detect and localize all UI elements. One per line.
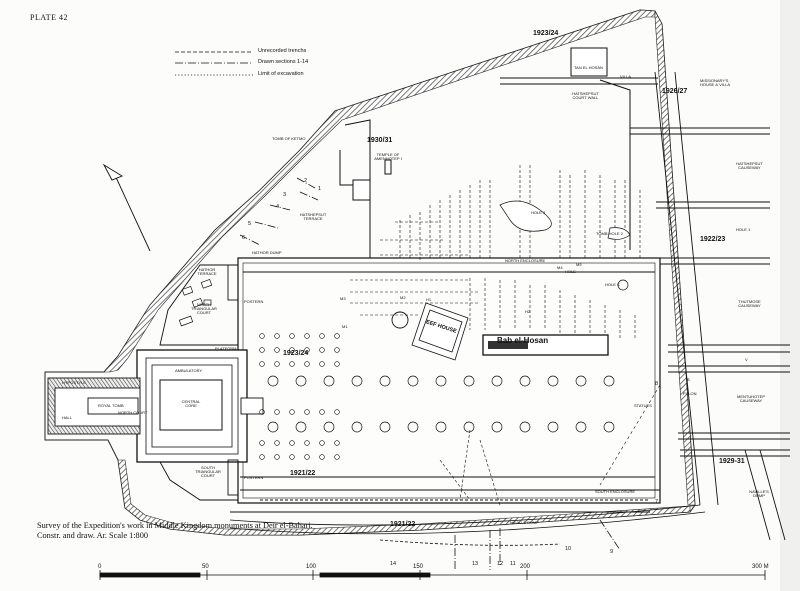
label-north-triangular-court: NORTH TRIANGULAR COURT (191, 302, 217, 315)
section-number-14: 14 (390, 561, 397, 567)
label-1921-22-center: 1921/22 (290, 470, 316, 477)
section-number-1: 1 (318, 186, 322, 192)
section-number-9: 9 (610, 549, 614, 555)
label-1922-23: 1922/23 (700, 236, 726, 243)
temple-interior (230, 271, 660, 513)
legend-unrecorded-trenches: Unrecorded trenchs (258, 48, 307, 54)
label-navilles-dump: NAVILLE'S DUMP (749, 489, 769, 498)
section-number-10: 10 (565, 546, 572, 552)
mark-h2: H2 (525, 309, 531, 314)
scale-tick-150: 150 (413, 564, 424, 570)
section-number-6: 6 (242, 235, 246, 241)
label-hatshepsut-causeway: HATSHEPSUT CAUSEWAY (736, 161, 763, 170)
scale-tick-50: 50 (202, 564, 209, 570)
label-mentuhotep-causeway: MENTUHOTEP CAUSEWAY (737, 394, 765, 403)
page-fade (780, 0, 800, 591)
section-lines (239, 177, 621, 570)
label-platform: PLATFORM (215, 346, 237, 351)
temple-trenches (350, 278, 636, 340)
scale-tick-200: 200 (520, 564, 531, 570)
west-corridor (47, 377, 264, 435)
label-hole-1: HOLE 1 (736, 227, 751, 232)
label-tan-el-hosan: TAN EL HOSAN (574, 65, 603, 70)
mark-b: B (687, 377, 690, 382)
label-royal-tomb: ROYAL TOMB (98, 403, 124, 408)
north-court-blocks (178, 279, 213, 327)
label-1923-24-top: 1923/24 (533, 30, 559, 37)
label-hathor-terrace: HATHOR TERRACE (197, 267, 217, 276)
mark-m1: M1 (342, 324, 348, 329)
legend-lines (175, 51, 253, 76)
north-arrow (102, 163, 151, 252)
section-number-7: 7 (655, 499, 659, 505)
mark-m4: M4 (557, 265, 563, 270)
label-postern-south: POSTERN (244, 475, 264, 480)
small-columns (259, 333, 340, 460)
scale-bar (99, 570, 766, 580)
eef-house (411, 302, 469, 361)
scale-tick-100: 100 (306, 564, 317, 570)
temple-enclosure (237, 257, 661, 504)
mark-m3: M3 (340, 296, 346, 301)
legend-drawn-sections: Drawn sections 1-14 (258, 59, 309, 65)
plate-number: PLATE 42 (30, 13, 68, 22)
label-south-enclosure: SOUTH ENCLOSURE (595, 489, 636, 494)
south-curves (229, 504, 706, 546)
row-lower (267, 421, 615, 433)
label-hatshepsut-terrace: HATSHEPSUT TERRACE (299, 212, 327, 221)
label-1921-22-bottom: 1921/22 (390, 521, 416, 528)
label-hole-k: HOLE K (605, 282, 620, 287)
label-hatshepsut-court-wall: HATSHEPSUT COURT WALL (572, 91, 599, 100)
label-hole-3: HOLE 3 (531, 210, 546, 215)
scale-tick-300m: 300 M (752, 564, 769, 570)
label-1929-31: 1929-31 (719, 458, 745, 465)
section-number-3: 3 (283, 192, 287, 198)
label-north-enclosure: NORTH ENCLOSURE (505, 258, 546, 263)
section-number-4: 4 (276, 204, 280, 210)
label-tomb-hole: TOMB HOLE 2 (596, 231, 623, 236)
label-1930-31: 1930/31 (367, 137, 393, 144)
label-temple-amenhotep: TEMPLE OF AMENHOTEP I (374, 152, 402, 161)
causeways (500, 71, 790, 541)
label-pylon: PYLON (683, 391, 697, 396)
hatshepsut-structures (339, 47, 631, 258)
section-number-11: 11 (510, 561, 516, 567)
legend-limit-excavation: Limit of excavation (258, 71, 304, 77)
label-north-court: NORTH COURT (118, 410, 148, 415)
section-number-5: 5 (248, 221, 252, 227)
label-1923-24-court: 1923/24 (283, 350, 309, 357)
label-hypostyle: HYPOSTYLE (62, 380, 87, 385)
blobs (499, 200, 631, 240)
column-rows (259, 279, 629, 460)
label-thutmose-causeway: THUTMOSE CAUSEWAY (738, 299, 761, 308)
plate-caption: Survey of the Expedition's work in Middl… (37, 521, 313, 540)
label-central-core: CENTRAL CORE (181, 399, 201, 408)
label-south-triangular-court: SOUTH TRIANGULAR COURT (195, 465, 221, 478)
section-number-13: 13 (472, 561, 479, 567)
section-number-12: 12 (497, 561, 504, 567)
label-tomb-of-ketmo: TOMB OF KETMO (272, 136, 306, 141)
label-1926-27: 1926/27 (662, 88, 688, 95)
label-hall: HALL (62, 415, 73, 420)
mark-v: V (745, 357, 748, 362)
mark-h1: H1 (426, 297, 432, 302)
row-upper (267, 375, 615, 387)
label-villa: VILLA (620, 74, 631, 79)
label-postern-north: POSTERN (244, 299, 264, 304)
label-naville-dump: NAVILLE DUMP (510, 520, 540, 525)
mark-m2: M2 (400, 295, 406, 300)
label-bab-el-hosan: Bab el-Hosan (497, 336, 549, 345)
mark-m5: M5 (576, 262, 582, 267)
label-hole: HOLE (565, 269, 576, 274)
label-statues: STATUES (634, 403, 652, 408)
scale-tick-0: 0 (98, 564, 102, 570)
section-number-2: 2 (304, 178, 308, 184)
label-hathor-dump: HATHOR DUMP (252, 250, 282, 255)
courts (159, 264, 239, 501)
label-missionary-house: MISSIONARY'S HOUSE & VILLA (700, 78, 731, 87)
label-ambulatory: AMBULATORY (175, 368, 203, 373)
section-number-8: 8 (655, 381, 659, 387)
